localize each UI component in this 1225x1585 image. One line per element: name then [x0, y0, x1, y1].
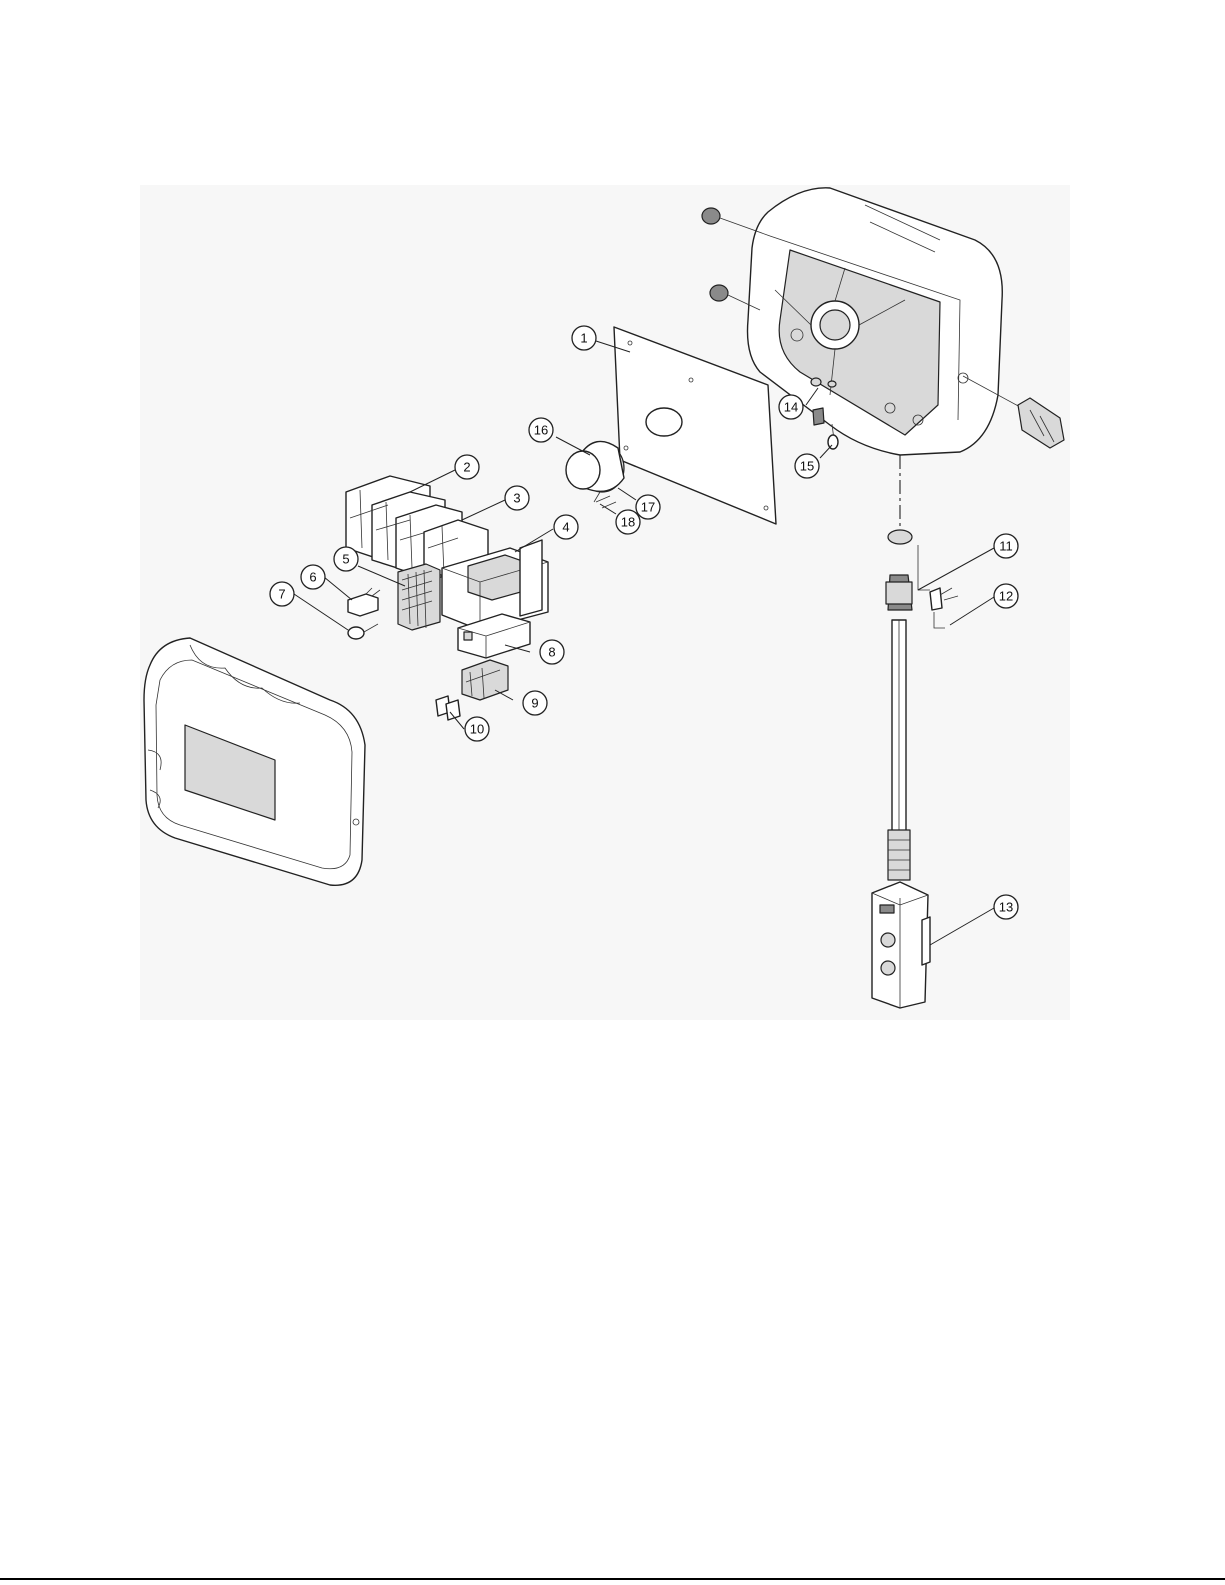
front-cover [144, 638, 365, 885]
svg-text:11: 11 [999, 539, 1013, 554]
callout-7: 7 [270, 582, 294, 606]
svg-text:13: 13 [999, 900, 1013, 915]
svg-text:5: 5 [342, 552, 349, 567]
fuse-holder [348, 588, 380, 616]
callout-2: 2 [455, 455, 479, 479]
fuses [436, 696, 460, 720]
callout-8: 8 [540, 640, 564, 664]
terminal-strip [398, 564, 440, 630]
svg-text:8: 8 [548, 645, 555, 660]
callout-6: 6 [301, 565, 325, 589]
callout-10: 10 [465, 717, 489, 741]
svg-text:17: 17 [641, 500, 655, 515]
svg-text:10: 10 [470, 722, 484, 737]
callout-17: 17 [636, 495, 660, 519]
svg-text:14: 14 [784, 400, 798, 415]
fuse-ring [348, 624, 378, 639]
callout-15: 15 [795, 454, 819, 478]
callout-12: 12 [994, 584, 1018, 608]
callout-13: 13 [994, 895, 1018, 919]
callout-3: 3 [505, 486, 529, 510]
svg-text:1: 1 [580, 331, 587, 346]
footer-rule [0, 1578, 1225, 1580]
svg-text:6: 6 [309, 570, 316, 585]
callout-1: 1 [572, 326, 596, 350]
exploded-view-figure: 1 2 3 4 5 6 7 8 9 10 11 12 13 14 15 16 1… [140, 185, 1070, 1020]
svg-text:9: 9 [531, 696, 538, 711]
callout-14: 14 [779, 395, 803, 419]
svg-text:12: 12 [999, 589, 1013, 604]
svg-text:3: 3 [513, 491, 520, 506]
callout-18: 18 [616, 510, 640, 534]
svg-text:4: 4 [562, 520, 569, 535]
callout-11: 11 [994, 534, 1018, 558]
svg-text:2: 2 [463, 460, 470, 475]
callout-5: 5 [334, 547, 358, 571]
relay-base [462, 660, 508, 700]
svg-text:7: 7 [278, 587, 285, 602]
svg-text:15: 15 [800, 459, 814, 474]
svg-text:16: 16 [534, 423, 548, 438]
buzzer [566, 441, 624, 502]
callout-4: 4 [554, 515, 578, 539]
svg-text:18: 18 [621, 515, 635, 530]
callout-16: 16 [529, 418, 553, 442]
callout-9: 9 [523, 691, 547, 715]
